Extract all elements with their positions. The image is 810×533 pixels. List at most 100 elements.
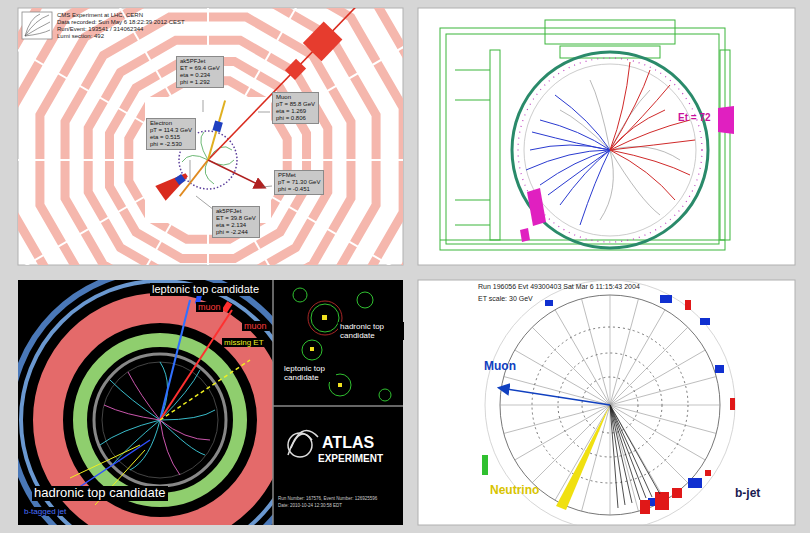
detector-display-g-g-path bbox=[610, 150, 675, 200]
cms-display-g-g-polygon bbox=[155, 168, 192, 201]
box-value: phi = -0.451 bbox=[278, 186, 320, 193]
atlas-display-g-g bbox=[100, 362, 215, 470]
atlas-display-g-g-path bbox=[112, 420, 160, 465]
atlas-display-g bbox=[288, 431, 318, 457]
cms-display-g-g bbox=[25, 14, 50, 36]
cms-display-g-g-rect bbox=[285, 59, 306, 80]
box-value: ET = 69.4 GeV bbox=[180, 65, 220, 72]
info-box: ak5PFJetET = 39.8 GeVeta = 2.134phi = -2… bbox=[212, 206, 260, 238]
box-value: pT = 85.8 GeV bbox=[276, 101, 315, 108]
detector-display-g-g-path bbox=[540, 150, 610, 185]
cms-display-g-g-line bbox=[203, 100, 204, 112]
box-heading: Muon bbox=[276, 94, 315, 101]
cms-display-g-g bbox=[18, 8, 403, 265]
inset-label: hadronic top candidate bbox=[338, 322, 404, 340]
box-value: phi = 1.292 bbox=[180, 79, 220, 86]
lego-display-g-g-rect bbox=[685, 300, 691, 310]
lego-display-g-circle bbox=[485, 280, 735, 525]
detector-display-g-g-rect bbox=[446, 34, 719, 244]
atlas-display-g-rect bbox=[222, 301, 232, 313]
cms-display-g-g bbox=[204, 99, 229, 161]
atlas-display-g-rect bbox=[322, 315, 327, 320]
header-text: Run 196056 Evt 49300403 Sat Mar 6 11:15:… bbox=[478, 283, 640, 291]
box-value: eta = 2.134 bbox=[216, 222, 256, 229]
detector-display-g-g bbox=[526, 95, 610, 225]
run-info: Run Number: 167576, Event Number: 126925… bbox=[278, 496, 377, 501]
cms-display-g-g bbox=[199, 8, 377, 169]
lego-display-g-g-rect bbox=[688, 478, 702, 488]
met-label: missing ET bbox=[222, 338, 266, 347]
lego-display-g-g-rect bbox=[705, 470, 711, 476]
lego-display-g-g-rect bbox=[660, 295, 672, 303]
atlas-display-g-circle bbox=[302, 340, 322, 360]
atlas-display-g-line bbox=[160, 310, 232, 420]
detector-display-g-polygon bbox=[520, 228, 530, 242]
particle-label: Muon bbox=[484, 360, 516, 374]
box-value: eta = 1.269 bbox=[276, 108, 315, 115]
box-value: ET = 39.8 GeV bbox=[216, 215, 256, 222]
detector-display-g-g-rect bbox=[440, 28, 725, 250]
detector-display-g-g-rect bbox=[490, 50, 500, 240]
detector-display-g-g-path bbox=[560, 150, 610, 205]
inset-label: leptonic top candidate bbox=[282, 364, 336, 382]
lego-display-g-g-rect bbox=[672, 488, 682, 498]
lego-display-g-g bbox=[640, 300, 735, 514]
atlas-display-g-g-path bbox=[160, 420, 180, 475]
cms-display-g-g-line bbox=[208, 100, 225, 160]
box-value: eta = 0.515 bbox=[150, 134, 192, 141]
atlas-display-g-g-path bbox=[100, 420, 160, 445]
cms-display-g-g-line bbox=[208, 8, 368, 160]
lego-display-g-g bbox=[610, 405, 660, 508]
box-heading: Electron bbox=[150, 120, 192, 127]
lego-display-g-g-rect bbox=[655, 492, 669, 510]
atlas-display-g-circle bbox=[18, 280, 273, 525]
atlas-display-g-g-path bbox=[130, 420, 160, 470]
atlas-display-g-rect bbox=[310, 347, 314, 351]
detector-display-g-g bbox=[560, 80, 680, 220]
box-value: pT = 71.30 GeV bbox=[278, 179, 320, 186]
cms-display-g-g-rect bbox=[303, 21, 343, 61]
detector-display-g-g-path bbox=[540, 120, 610, 150]
particle-label: muon bbox=[196, 302, 223, 312]
candidate-label: hadronic top candidate bbox=[32, 486, 168, 501]
lego-display-g-g-line bbox=[610, 405, 618, 508]
detector-display-g-g-path bbox=[580, 150, 610, 225]
header-text: Lumi section: 492 bbox=[57, 33, 104, 40]
jet-label: b-jet bbox=[735, 487, 760, 501]
lego-display-g-g bbox=[500, 295, 720, 515]
box-heading: ak5PFJet bbox=[216, 208, 256, 215]
atlas-display-g bbox=[18, 280, 273, 525]
lego-display-g-g bbox=[545, 295, 724, 506]
particle-label: muon bbox=[242, 321, 269, 331]
detector-display-g-g bbox=[440, 20, 730, 250]
info-box: ak5PFJetET = 69.4 GeVeta = 0.234phi = 1.… bbox=[176, 56, 224, 88]
box-value: pT = 114.3 GeV bbox=[150, 127, 192, 134]
logo-text: ATLAS bbox=[322, 434, 374, 452]
atlas-display-g bbox=[293, 288, 391, 401]
particle-label: Neutrino bbox=[490, 484, 539, 498]
lego-display-rect bbox=[418, 280, 795, 525]
detector-display-g-circle bbox=[518, 58, 702, 242]
box-value: eta = 0.234 bbox=[180, 72, 220, 79]
box-heading: ak5PFJet bbox=[180, 58, 220, 65]
atlas-display-line bbox=[272, 280, 274, 525]
info-box: MuonpT = 85.8 GeVeta = 1.269phi = 0.806 bbox=[272, 92, 319, 124]
cms-display-g-g-path bbox=[25, 22, 50, 36]
header-text: Run/Event: 193541 / 314062344 bbox=[57, 26, 143, 33]
cms-display-g-g-path bbox=[25, 15, 49, 36]
detector-display-g-g-path bbox=[610, 150, 660, 215]
atlas-display-g-circle bbox=[308, 301, 342, 335]
box-heading: PFMet bbox=[278, 172, 320, 179]
cms-display-g-g-line bbox=[208, 160, 264, 187]
cms-display-g-g-line bbox=[180, 160, 208, 196]
atlas-display-g-circle bbox=[21, 281, 273, 525]
atlas-display-g-g-path bbox=[110, 380, 160, 420]
cms-display-g-g bbox=[208, 160, 264, 187]
lego-display-g-g-line bbox=[610, 405, 640, 500]
atlas-display-g-g-path bbox=[104, 405, 160, 420]
detector-display-g-g-path bbox=[610, 70, 650, 150]
atlas-display-g-rect bbox=[338, 383, 342, 387]
cms-display-g-g-line bbox=[190, 160, 191, 182]
detector-display-g-g-line bbox=[455, 100, 490, 101]
